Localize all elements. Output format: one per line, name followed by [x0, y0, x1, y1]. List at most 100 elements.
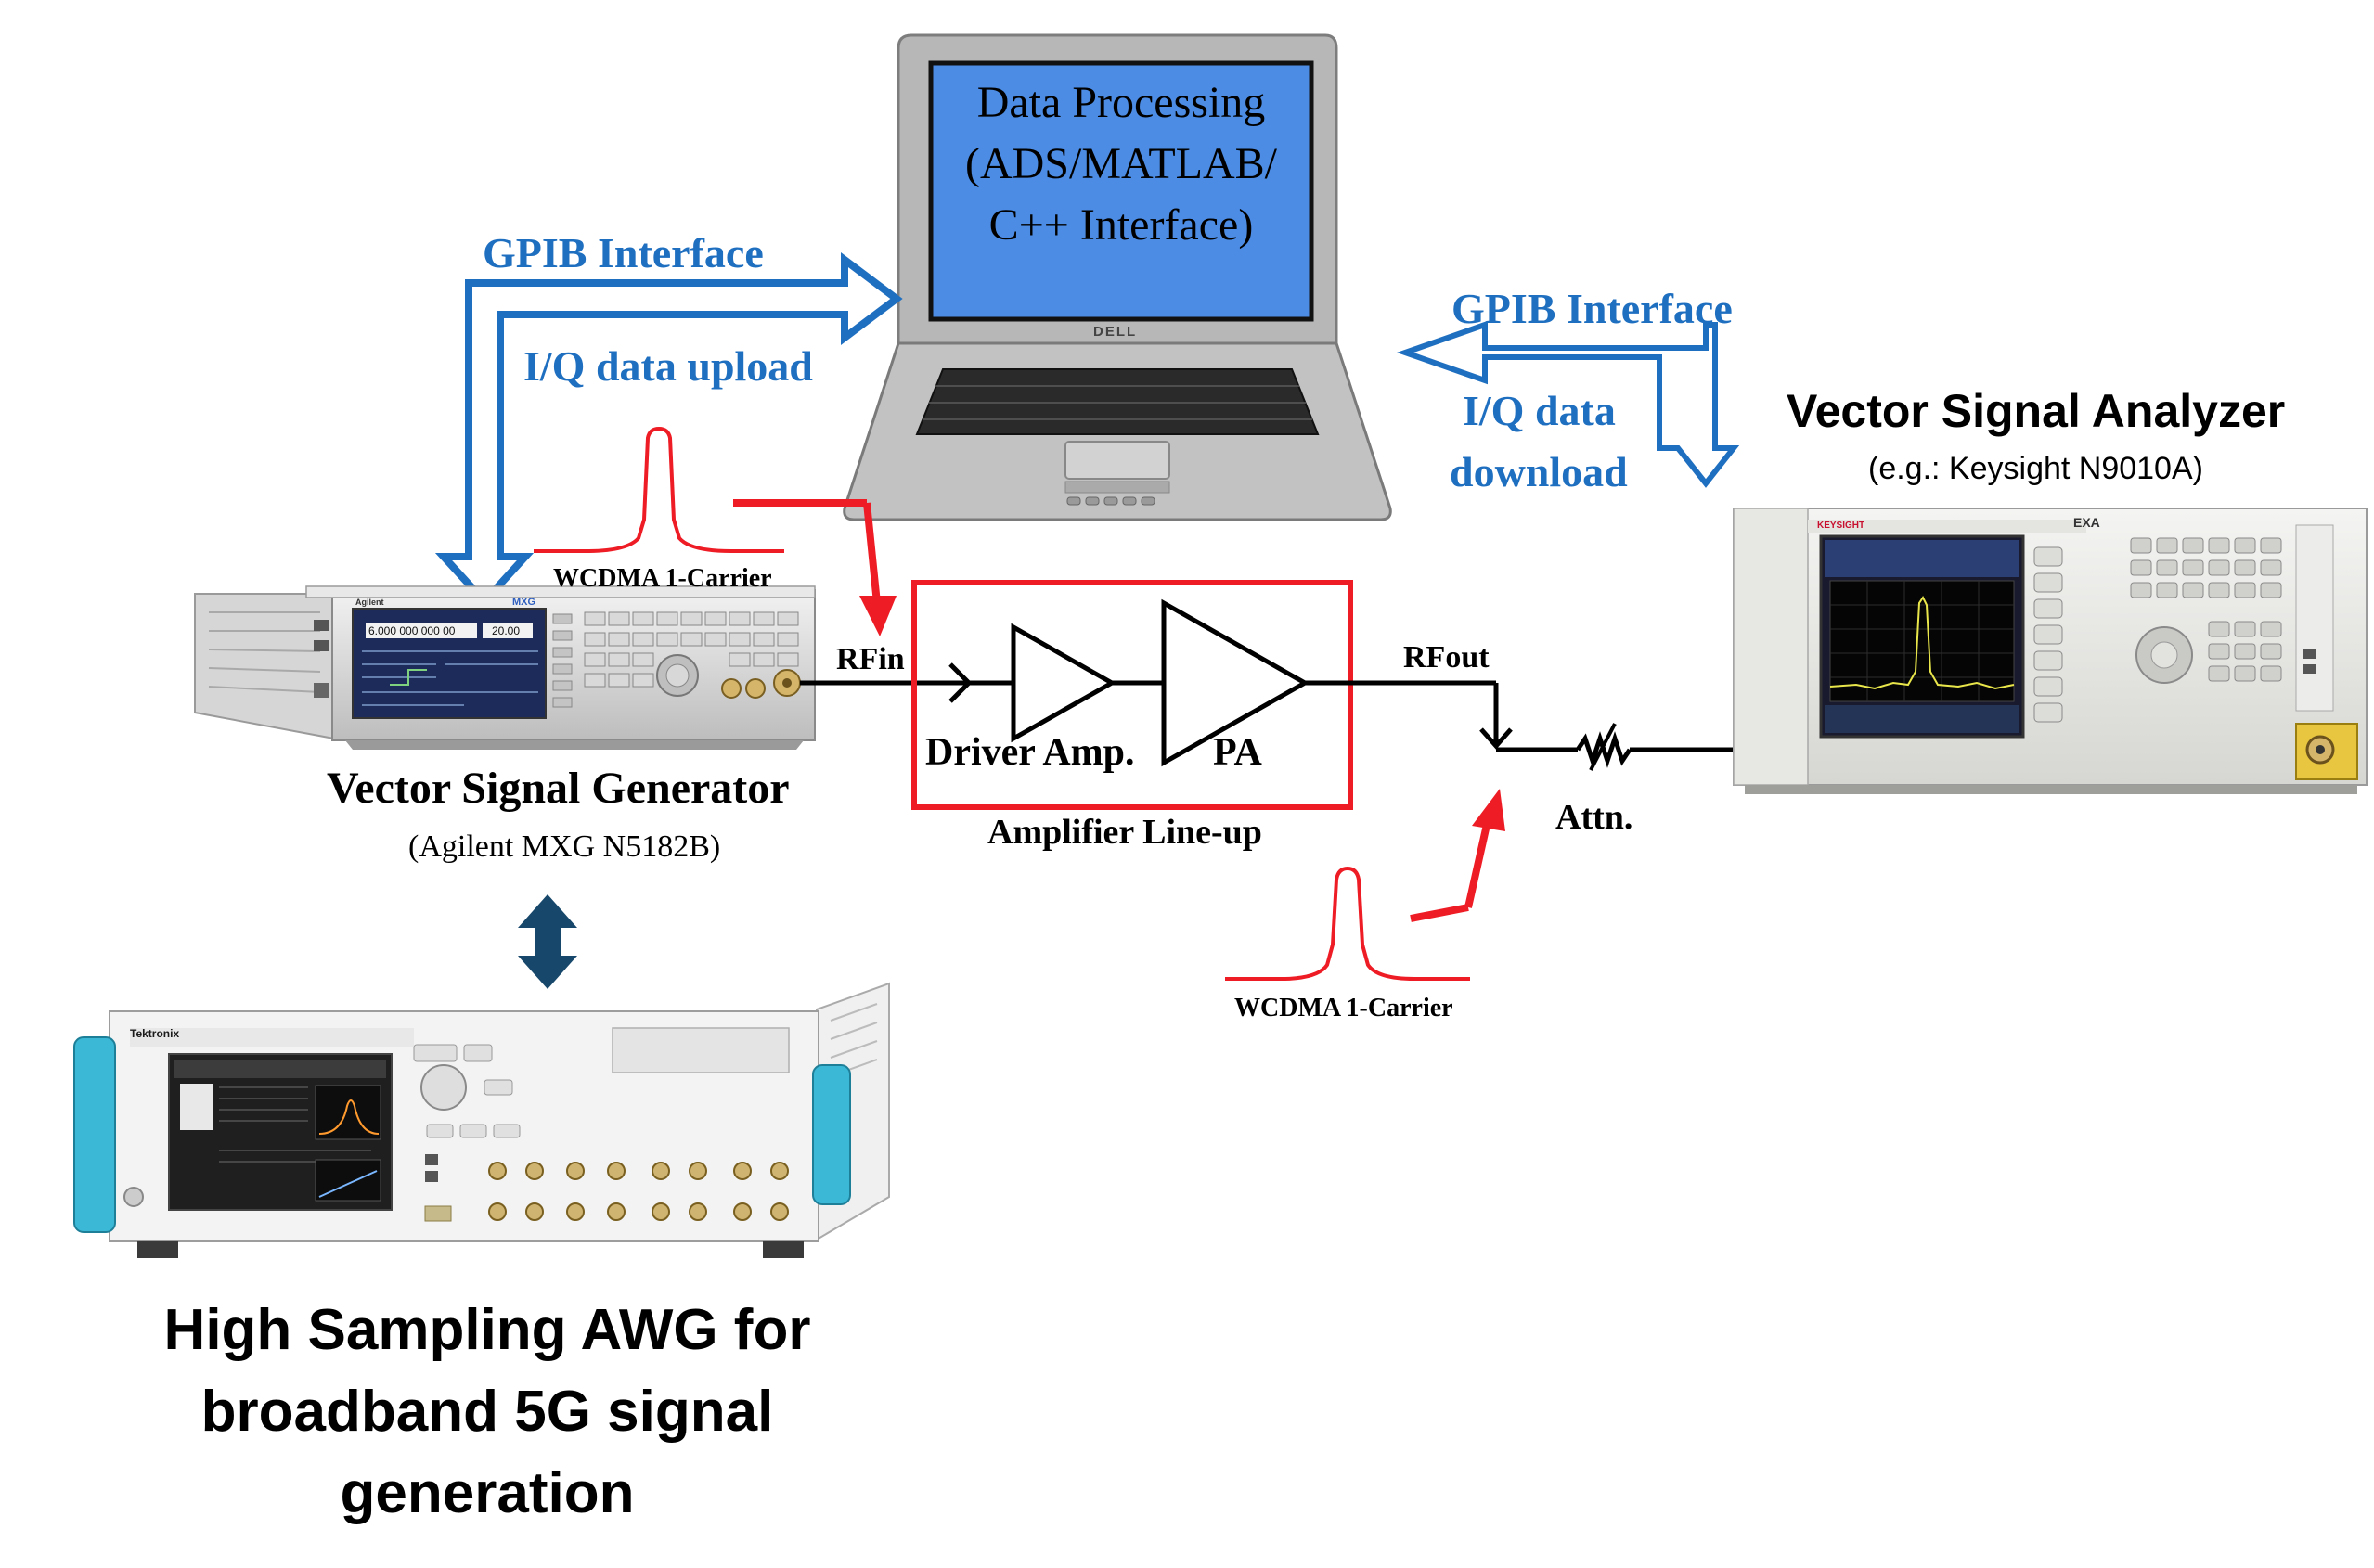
laptop-hinge-leds — [1066, 496, 1155, 506]
awg-screen-table — [219, 1086, 371, 1163]
vsa-plot-area — [1829, 580, 2015, 702]
awg-title: High Sampling AWG for broadband 5G signa… — [56, 1290, 919, 1535]
vsa-panel-brand: KEYSIGHT — [1817, 521, 1865, 531]
awg-key-2 — [463, 1044, 493, 1062]
vsa-title: Vector Signal Analyzer — [1787, 385, 2286, 437]
gpib-arrow-right — [1396, 320, 1740, 488]
vsg-subtitle: (Agilent MXG N5182B) — [408, 829, 721, 864]
attenuator-resistor — [1575, 731, 1632, 768]
vsg-bottom-edge — [345, 740, 804, 750]
vsg-top-edge — [305, 585, 816, 598]
vsg-power-button — [314, 683, 329, 698]
laptop-screen-text: Data Processing (ADS/MATLAB/ C++ Interfa… — [931, 72, 1311, 256]
awg-label-plate — [424, 1205, 452, 1222]
keyboard-rows — [923, 385, 1312, 420]
vsg-usb-2 — [314, 640, 329, 651]
vsa-keypad — [2130, 537, 2282, 682]
driver-amp-label: Driver Amp. — [925, 731, 1135, 774]
awg-brand-strip — [130, 1028, 414, 1047]
awg-instrument — [73, 982, 890, 1258]
vsa-grid — [1830, 581, 2014, 701]
input-signal-arrow — [733, 499, 897, 636]
vsa-rf-input-pin — [2316, 745, 2325, 754]
driver-amp-symbol — [1011, 623, 1117, 743]
vsg-awg-double-arrow — [518, 894, 577, 989]
right-iq-label-line2: download — [1450, 448, 1628, 495]
rf-in-label: RFin — [836, 642, 905, 676]
laptop-screen-line-2: (ADS/MATLAB/ — [964, 139, 1278, 188]
awg-key-3 — [484, 1079, 513, 1096]
laptop-brand: DELL — [1093, 324, 1138, 340]
awg-key-5 — [459, 1124, 487, 1138]
laptop-screen — [928, 60, 1314, 322]
left-iq-label: I/Q data upload — [523, 342, 813, 390]
awg-title-line-2: broadband 5G signal — [200, 1380, 774, 1444]
vsg-panel-brand: Agilent — [355, 598, 384, 607]
awg-usb-2 — [425, 1171, 438, 1182]
awg-key-4 — [426, 1124, 454, 1138]
vsa-handle-left — [1733, 508, 1809, 786]
awg-key-6 — [493, 1124, 521, 1138]
vsg-screen-trace — [390, 669, 427, 686]
awg-output-connectors — [488, 1162, 789, 1221]
awg-screen-trace-2 — [318, 1170, 378, 1198]
vsa-usb-1 — [2303, 649, 2316, 659]
laptop-touchpad — [1064, 441, 1170, 480]
vsa-subtitle: (e.g.: Keysight N9010A) — [1868, 451, 2203, 486]
vsg-knob-cap — [665, 663, 690, 688]
attenuator-variable-mark — [1589, 723, 1617, 771]
input-signal-tag: WCDMA 1-Carrier — [553, 564, 772, 593]
attenuator-label: Attn. — [1555, 798, 1633, 837]
awg-blank-panel — [612, 1027, 790, 1073]
awg-foot-left — [137, 1241, 178, 1258]
interferer-signal-tag: WCDMA 1-Carrier — [1234, 994, 1453, 1022]
interferer-signal-arrow — [1410, 789, 1505, 922]
vsa-brand-strip — [1808, 520, 2086, 533]
left-gpib-label: GPIB Interface — [483, 229, 764, 276]
vsg-keypad — [584, 611, 799, 688]
vsa-bottom-edge — [1745, 785, 2357, 794]
vsg-ampl-readout: 20.00 — [492, 624, 521, 637]
awg-usb-1 — [425, 1154, 438, 1165]
vsa-screen-footer — [1825, 705, 2019, 733]
vsg-usb-1 — [314, 620, 329, 631]
vsg-freq-readout: 6.000 000 000 00 — [368, 624, 456, 637]
vector-signal-analyzer — [1733, 508, 2368, 794]
vsg-panel-model: MXG — [512, 597, 536, 608]
vsg-title: Vector Signal Generator — [327, 764, 790, 813]
awg-handle-left — [73, 1036, 116, 1233]
vsg-freq-field — [366, 623, 477, 638]
interferer-signal-spectrum — [1225, 866, 1470, 981]
laptop-keyboard — [915, 368, 1320, 435]
vsa-softkeys — [2033, 546, 2063, 723]
laptop-screen-line-1: Data Processing — [976, 78, 1266, 127]
vsg-vents — [208, 611, 321, 693]
vsg-screen-lines — [362, 650, 538, 706]
input-signal-spectrum — [534, 426, 784, 553]
laptop — [843, 33, 1392, 521]
vsg-connectors — [721, 669, 801, 699]
amplifier-lineup-label: Amplifier Line-up — [987, 813, 1262, 852]
vsa-usb-2 — [2303, 664, 2316, 674]
right-iq-label-line1: I/Q data — [1463, 387, 1616, 434]
gpib-arrow-left — [434, 252, 903, 607]
awg-screen-dialog — [180, 1084, 213, 1130]
combiner-arrowhead — [1479, 727, 1513, 750]
awg-panel-brand: Tektronix — [130, 1027, 180, 1040]
awg-screen-toolbar — [174, 1060, 386, 1078]
amplifier-lineup-box — [911, 580, 1353, 810]
awg-screen-trace — [318, 1099, 380, 1135]
rf-out-label: RFout — [1403, 640, 1490, 675]
vsg-side-panel — [194, 593, 335, 740]
vsa-panel-model: EXA — [2073, 515, 2100, 530]
awg-foot-right — [763, 1241, 804, 1258]
touchpad-buttons — [1064, 481, 1170, 494]
vsa-knob-cap — [2150, 641, 2178, 669]
vector-signal-generator — [194, 585, 816, 750]
vsa-spectrum-trace — [1829, 596, 2015, 690]
awg-handle-right — [812, 1064, 851, 1205]
awg-title-line-3: generation — [340, 1461, 635, 1525]
vsa-screen-header — [1825, 540, 2019, 577]
